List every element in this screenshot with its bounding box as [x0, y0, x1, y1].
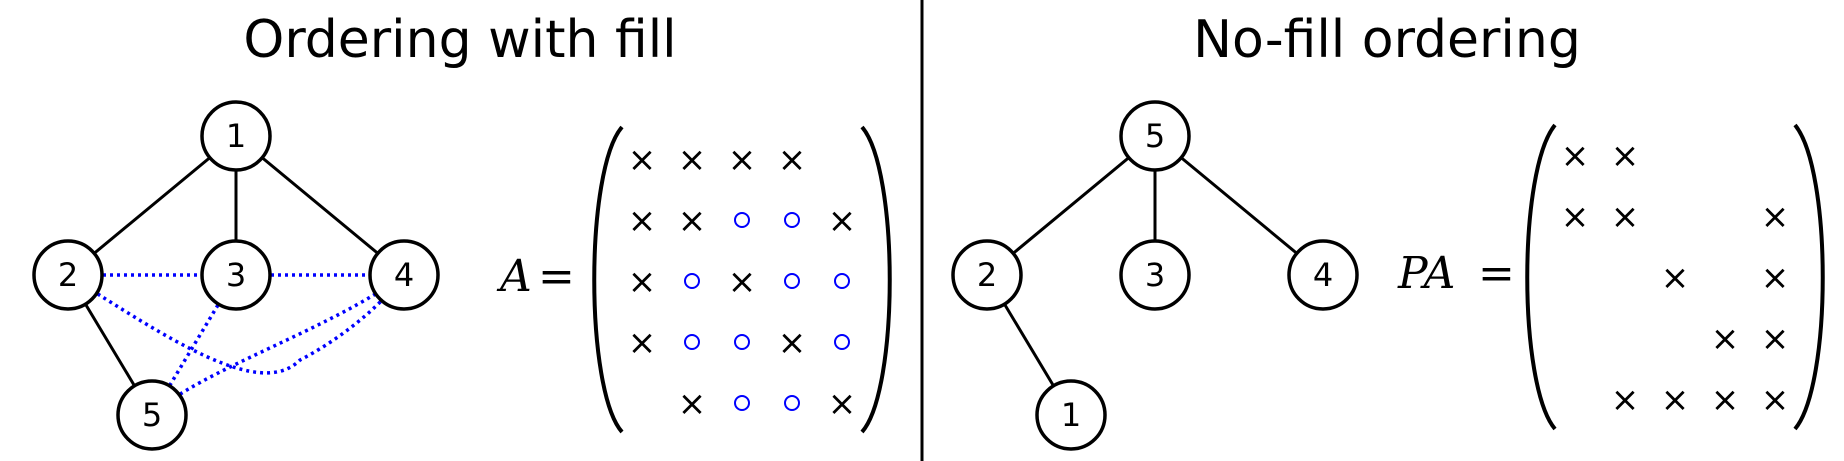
- left-matrix-cell-4-3-fill: [734, 334, 750, 350]
- left-node-label: 4: [394, 256, 414, 294]
- left-fill-edge-4-5: [150, 273, 406, 417]
- left-matrix-cell-5-3-fill: [734, 395, 750, 411]
- left-matrix-close-paren: [860, 125, 892, 434]
- left-matrix-open-paren: [592, 125, 624, 434]
- right-matrix-cell-2-2-nonzero: ×: [1611, 197, 1640, 237]
- right-node-label: 3: [1145, 256, 1165, 294]
- right-edge-5-4: [1154, 134, 1324, 277]
- right-matrix-cell-5-2-nonzero: ×: [1611, 380, 1640, 420]
- right-node-circle: [1287, 239, 1359, 311]
- left-matrix-cell-5-5-nonzero: ×: [828, 384, 857, 424]
- right-node-circle: [951, 239, 1023, 311]
- left-matrix-cell-4-2-fill: [684, 334, 700, 350]
- left-node-circle: [368, 239, 440, 311]
- right-matrix-open-paren: [1525, 123, 1557, 431]
- left-matrix-cell-3-4-fill: [784, 273, 800, 289]
- left-node-2: 2: [32, 239, 104, 311]
- left-matrix-cell-2-1-nonzero: ×: [628, 201, 657, 241]
- right-node-3: 3: [1119, 239, 1191, 311]
- right-panel-title: No-fill ordering: [1193, 10, 1581, 70]
- left-matrix-cell-4-5-fill: [834, 334, 850, 350]
- left-matrix-cell-1-3-nonzero: ×: [728, 140, 757, 180]
- left-panel-title: Ordering with fill: [243, 10, 676, 70]
- left-matrix-cell-1-2-nonzero: ×: [678, 140, 707, 180]
- left-node-4: 4: [368, 239, 440, 311]
- right-edge-5-2: [986, 134, 1156, 277]
- left-node-circle: [32, 239, 104, 311]
- right-matrix-cell-5-5-nonzero: ×: [1761, 380, 1790, 420]
- right-matrix-cell-3-3-nonzero: ×: [1661, 258, 1690, 298]
- right-node-1: 1: [1035, 379, 1107, 451]
- right-node-4: 4: [1287, 239, 1359, 311]
- left-matrix-cell-2-2-nonzero: ×: [678, 201, 707, 241]
- left-node-circle: [116, 379, 188, 451]
- left-matrix-cell-1-4-nonzero: ×: [778, 140, 807, 180]
- right-node-5: 5: [1119, 100, 1191, 172]
- right-matrix-cell-4-4-nonzero: ×: [1711, 319, 1740, 359]
- left-node-label: 5: [142, 396, 162, 434]
- left-matrix-cell-5-2-nonzero: ×: [678, 384, 707, 424]
- right-matrix-label: PA: [1397, 248, 1455, 299]
- left-edge-1-4: [235, 134, 405, 277]
- left-matrix-cell-3-5-fill: [834, 273, 850, 289]
- left-matrix-cell-2-4-fill: [784, 212, 800, 228]
- left-node-1: 1: [200, 100, 272, 172]
- left-matrix-label: A: [496, 251, 532, 302]
- right-matrix: × × × × × × × × × × × × ×: [1561, 136, 1790, 420]
- right-matrix-cell-5-4-nonzero: ×: [1711, 380, 1740, 420]
- right-node-label: 4: [1313, 256, 1333, 294]
- left-matrix-cell-3-1-nonzero: ×: [628, 262, 657, 302]
- left-node-3: 3: [200, 239, 272, 311]
- right-node-circle: [1119, 239, 1191, 311]
- left-node-circle: [200, 100, 272, 172]
- right-node-circle: [1119, 100, 1191, 172]
- right-matrix-close-paren: [1793, 123, 1825, 431]
- left-matrix-cell-4-1-nonzero: ×: [628, 323, 657, 363]
- right-matrix-cell-2-5-nonzero: ×: [1761, 197, 1790, 237]
- right-matrix-cell-3-5-nonzero: ×: [1761, 258, 1790, 298]
- right-matrix-cell-2-1-nonzero: ×: [1561, 197, 1590, 237]
- left-matrix-cell-2-5-nonzero: ×: [828, 201, 857, 241]
- right-node-label: 5: [1145, 117, 1165, 155]
- left-matrix-cell-5-4-fill: [784, 395, 800, 411]
- left-matrix-cell-1-1-nonzero: ×: [628, 140, 657, 180]
- left-node-label: 2: [58, 256, 78, 294]
- right-node-2: 2: [951, 239, 1023, 311]
- left-matrix-cell-3-2-fill: [684, 273, 700, 289]
- left-matrix-cell-3-3-nonzero: ×: [728, 262, 757, 302]
- right-matrix-cell-1-2-nonzero: ×: [1611, 136, 1640, 176]
- left-node-label: 3: [226, 256, 246, 294]
- left-node-5: 5: [116, 379, 188, 451]
- right-node-circle: [1035, 379, 1107, 451]
- right-matrix-cell-4-5-nonzero: ×: [1761, 319, 1790, 359]
- right-matrix-cell-5-3-nonzero: ×: [1661, 380, 1690, 420]
- left-graph-nodes: 1 2 3 4 5: [32, 100, 440, 451]
- right-node-label: 1: [1061, 396, 1081, 434]
- left-fill-edge-2-4: [67, 273, 406, 375]
- left-equals-sign: =: [538, 251, 575, 302]
- left-matrix-cell-4-4-nonzero: ×: [778, 323, 807, 363]
- left-node-label: 1: [226, 117, 246, 155]
- left-edge-1-2: [67, 134, 237, 277]
- right-node-label: 2: [977, 256, 997, 294]
- right-graph-nodes: 5 2 3 4 1: [951, 100, 1359, 451]
- left-node-circle: [200, 239, 272, 311]
- right-matrix-cell-1-1-nonzero: ×: [1561, 136, 1590, 176]
- left-matrix: × × × × × × × × × × × × ×: [628, 140, 857, 424]
- right-equals-sign: =: [1478, 248, 1515, 299]
- left-matrix-cell-2-3-fill: [734, 212, 750, 228]
